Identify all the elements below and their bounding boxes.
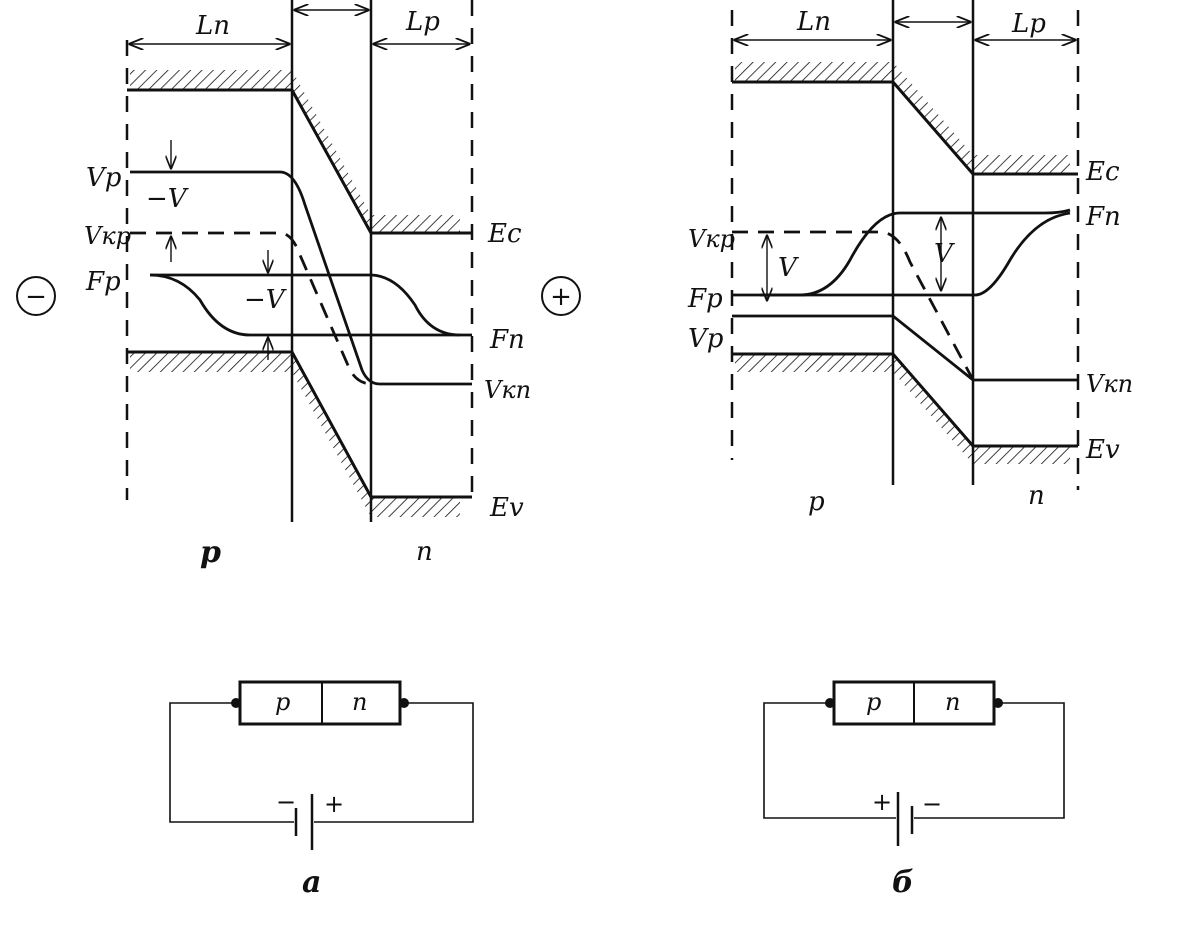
left-diode-n-label: n [352,688,367,716]
left-wire-right [314,702,474,823]
label-p-region: p [200,535,221,570]
right-label-ec: Ec [1085,157,1120,187]
dim-lp-label: Lp [405,7,440,37]
right-diode-p-label: p [866,688,881,716]
label-minus-v-top: −V [146,184,189,214]
ec-line [127,88,472,235]
left-diode-body [238,680,402,726]
label-fn: Fn [489,325,525,355]
vp-curve [130,170,472,386]
terminal-minus-sign: − [25,282,47,312]
left-caption: a [302,865,321,900]
right-wire-right [914,702,1065,819]
right-dim-ln-label: Ln [796,7,831,37]
left-wire-left [169,702,294,823]
right-label-p-region: p [808,487,825,517]
label-fp: Fp [85,267,121,297]
terminal-plus-icon [541,276,581,316]
right-label-v-mid: V [934,239,955,269]
right-circuit: p n + − б [763,680,1065,900]
right-fp-line [732,211,1071,297]
right-label-fn: Fn [1085,202,1121,232]
right-dim-lp-label: Lp [1011,9,1046,39]
left-band-diagram: Ln Lp Vp −V Vкp Fp −V Ec Fn Vкn Ev p n [16,0,581,570]
right-label-vkn: Vкn [1086,370,1133,398]
ev-hatch [130,352,460,517]
vkp-dashed [130,231,373,386]
label-ec: Ec [487,219,522,249]
ev-line [127,350,472,499]
right-ev-line [732,352,1078,448]
right-ec-hatch [735,62,1070,174]
dim-ln-label: Ln [195,11,230,41]
right-label-n-region: n [1028,481,1045,511]
left-circuit: p n − + a [169,680,474,900]
label-vkp: Vкp [84,222,131,250]
right-label-ev: Ev [1085,435,1120,465]
right-diode-n-label: n [945,688,960,716]
right-caption: б [892,865,914,900]
right-ec-line [732,80,1078,176]
left-battery-minus: − [276,788,296,816]
terminal-minus-icon [16,276,56,316]
label-vkn: Vкn [484,376,531,404]
ec-hatch [130,70,460,233]
right-label-v-left: V [778,253,799,283]
right-wire-left [763,702,896,819]
right-battery-minus: − [922,790,942,818]
right-fn-curve [760,208,1071,297]
right-label-vkp: Vкp [688,225,735,253]
label-ev: Ev [489,493,524,523]
label-n-region: n [416,537,433,567]
fn-line [149,273,472,337]
right-vp-line [732,314,1078,382]
right-label-fp: Fp [687,284,723,314]
fp-line [150,273,461,337]
terminal-plus-sign: + [550,282,572,312]
label-minus-v-mid: −V [244,285,287,315]
right-band-diagram: Ln Lp Ec Fn Vкp V V Fp Vp Vкn Ev p n [687,0,1133,517]
label-vp: Vp [86,163,122,193]
right-ev-hatch [735,354,1070,464]
left-diode-p-label: p [275,688,290,716]
right-vkp-dashed [732,230,974,379]
right-battery-plus: + [872,788,892,816]
left-battery-plus: + [324,790,344,818]
right-label-vp: Vp [688,324,724,354]
